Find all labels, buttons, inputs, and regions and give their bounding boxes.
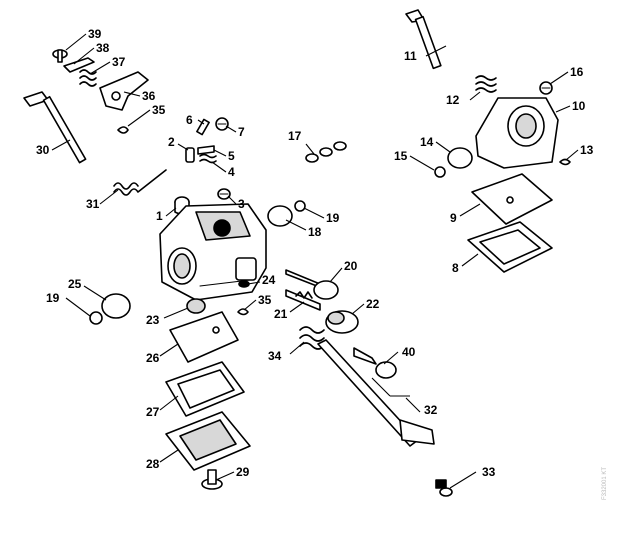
callout-19-lower: 19	[46, 291, 60, 305]
part-25-disc	[101, 293, 131, 319]
part-33-screw	[435, 479, 453, 497]
part-19-screw-lower	[89, 311, 103, 325]
callout-3: 3	[238, 197, 245, 211]
callout-27: 27	[146, 405, 160, 419]
part-11-shaft	[405, 9, 442, 70]
part-24-screw	[238, 280, 250, 288]
callout-30: 30	[36, 143, 50, 157]
part-38-clip	[63, 57, 95, 73]
callout-14: 14	[420, 135, 434, 149]
part-2-needle	[185, 147, 195, 163]
part-36-lever-arm	[99, 71, 149, 111]
callout-36: 36	[142, 89, 156, 103]
part-20-fuel-needle	[285, 269, 339, 300]
callout-25: 25	[68, 277, 82, 291]
part-31-spring	[113, 169, 167, 196]
callout-16: 16	[570, 65, 584, 79]
part-6-pin	[196, 118, 210, 136]
part-35-clip-upper	[117, 126, 129, 134]
part-32-choke-shaft	[317, 339, 435, 447]
part-19-screw-upper	[294, 200, 306, 212]
callout-31: 31	[86, 197, 100, 211]
callout-10: 10	[572, 99, 586, 113]
part-30-throttle-shaft	[23, 91, 87, 164]
callout-6: 6	[186, 113, 193, 127]
part-21-needle	[285, 289, 321, 311]
part-16-screw	[539, 81, 553, 95]
callout-11: 11	[404, 49, 417, 63]
callout-29: 29	[236, 465, 250, 479]
callout-17: 17	[288, 129, 302, 143]
part-26-diaphragm	[169, 311, 239, 363]
part-39-screw	[52, 49, 68, 63]
callout-4: 4	[228, 165, 235, 179]
part-35-clip-lower	[237, 308, 249, 316]
part-3-plug	[217, 188, 231, 200]
part-40-adjusting-screw	[353, 347, 397, 379]
callout-8: 8	[452, 261, 459, 275]
part-8-gasket	[467, 221, 553, 273]
part-10-pump-housing	[475, 97, 559, 169]
part-37-spring	[79, 69, 97, 87]
carburetor-body	[159, 203, 267, 301]
callout-5: 5	[228, 149, 235, 163]
part-7-screw	[215, 117, 229, 131]
part-23-screen	[186, 298, 206, 314]
callout-9: 9	[450, 211, 457, 225]
callout-20: 20	[344, 259, 358, 273]
callout-18: 18	[308, 225, 322, 239]
callout-35-upper: 35	[152, 103, 166, 117]
callout-39: 39	[88, 27, 102, 41]
callout-1: 1	[156, 209, 163, 223]
callout-24: 24	[262, 273, 276, 287]
part-34-spring	[299, 326, 325, 350]
callout-13: 13	[580, 143, 594, 157]
part-12-spring	[475, 75, 497, 93]
part-28-cover	[165, 411, 251, 471]
callout-19-upper: 19	[326, 211, 340, 225]
callout-33: 33	[482, 465, 496, 479]
callout-7: 7	[238, 125, 245, 139]
callout-38: 38	[96, 41, 110, 55]
part-17-valve-set	[305, 141, 347, 163]
callout-23: 23	[146, 313, 160, 327]
part-29-screw	[201, 469, 223, 490]
part-13-clip	[559, 158, 571, 166]
part-9-diaphragm	[471, 173, 553, 225]
leader-lines	[51, 33, 579, 489]
callout-28: 28	[146, 457, 160, 471]
part-5-lever	[197, 145, 215, 155]
part-18-diaphragm	[267, 205, 293, 227]
callout-34: 34	[268, 349, 282, 363]
callout-35-lower: 35	[258, 293, 272, 307]
callout-2: 2	[168, 135, 175, 149]
part-15-screw	[434, 166, 446, 178]
callout-21: 21	[274, 307, 288, 321]
callout-labels: 39 38 37 36 35 30 31 6 7 2 5 4 3 1 17 18…	[36, 27, 594, 479]
callout-32: 32	[424, 403, 438, 417]
part-27-gasket	[165, 361, 245, 417]
part-22-limiter-cap	[325, 310, 359, 334]
part-4-spring	[199, 153, 217, 164]
part-14-diaphragm-small	[447, 147, 473, 169]
callout-12: 12	[446, 93, 460, 107]
callout-22: 22	[366, 297, 380, 311]
callout-15: 15	[394, 149, 408, 163]
watermark-code: F332001 KT	[602, 467, 608, 500]
callout-40: 40	[402, 345, 416, 359]
callout-26: 26	[146, 351, 160, 365]
callout-37: 37	[112, 55, 126, 69]
